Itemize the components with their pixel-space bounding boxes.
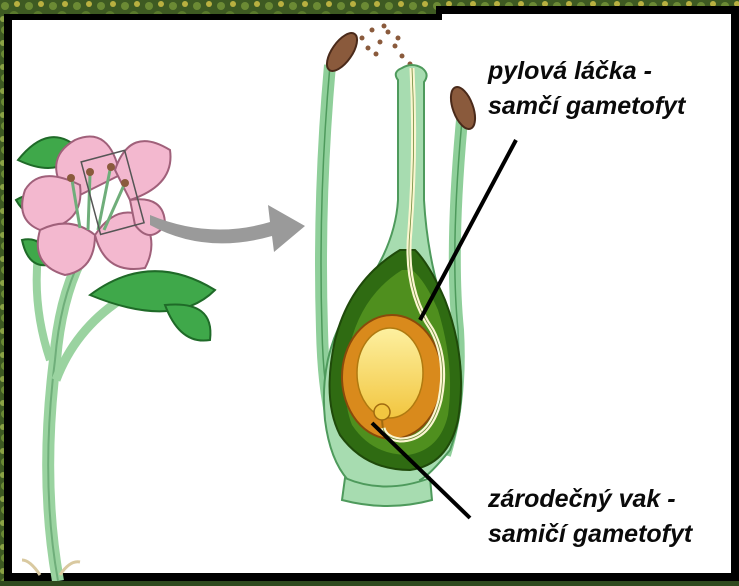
label-pollen-tube: pylová láčka - samčí gametofyt — [488, 54, 685, 124]
label-pollen-tube-line2: samčí gametofyt — [488, 89, 685, 124]
label-embryo-sac-line2: samičí gametofyt — [488, 517, 692, 552]
label-embryo-sac-line1: zárodečný vak - — [488, 482, 692, 517]
label-embryo-sac: zárodečný vak - samičí gametofyt — [488, 482, 692, 552]
embryo-sac — [357, 328, 423, 418]
label-pollen-tube-line1: pylová láčka - — [488, 54, 685, 89]
